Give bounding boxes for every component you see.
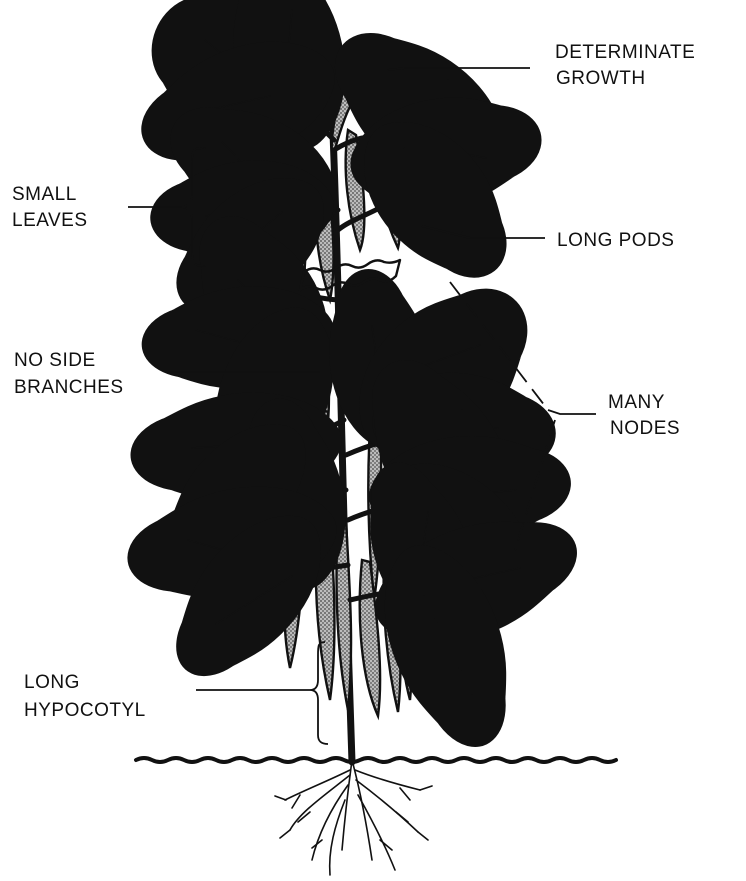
label-determinate-growth-1: DETERMINATE (555, 42, 695, 63)
label-determinate-growth-2: GROWTH (556, 68, 646, 89)
label-long-pods: LONG PODS (557, 230, 674, 251)
label-many-nodes-1: MANY (608, 392, 665, 413)
label-long-hypocotyl-1: LONG (24, 672, 80, 693)
soil-line (136, 758, 616, 762)
roots (275, 760, 432, 875)
label-no-side-branches-2: BRANCHES (14, 377, 124, 398)
label-small-leaves-1: SMALL (12, 184, 77, 205)
label-long-hypocotyl-2: HYPOCOTYL (24, 700, 146, 721)
leaves (184, 4, 524, 694)
label-small-leaves-2: LEAVES (12, 210, 88, 231)
label-no-side-branches-1: NO SIDE (14, 350, 96, 371)
label-many-nodes-2: NODES (610, 418, 680, 439)
